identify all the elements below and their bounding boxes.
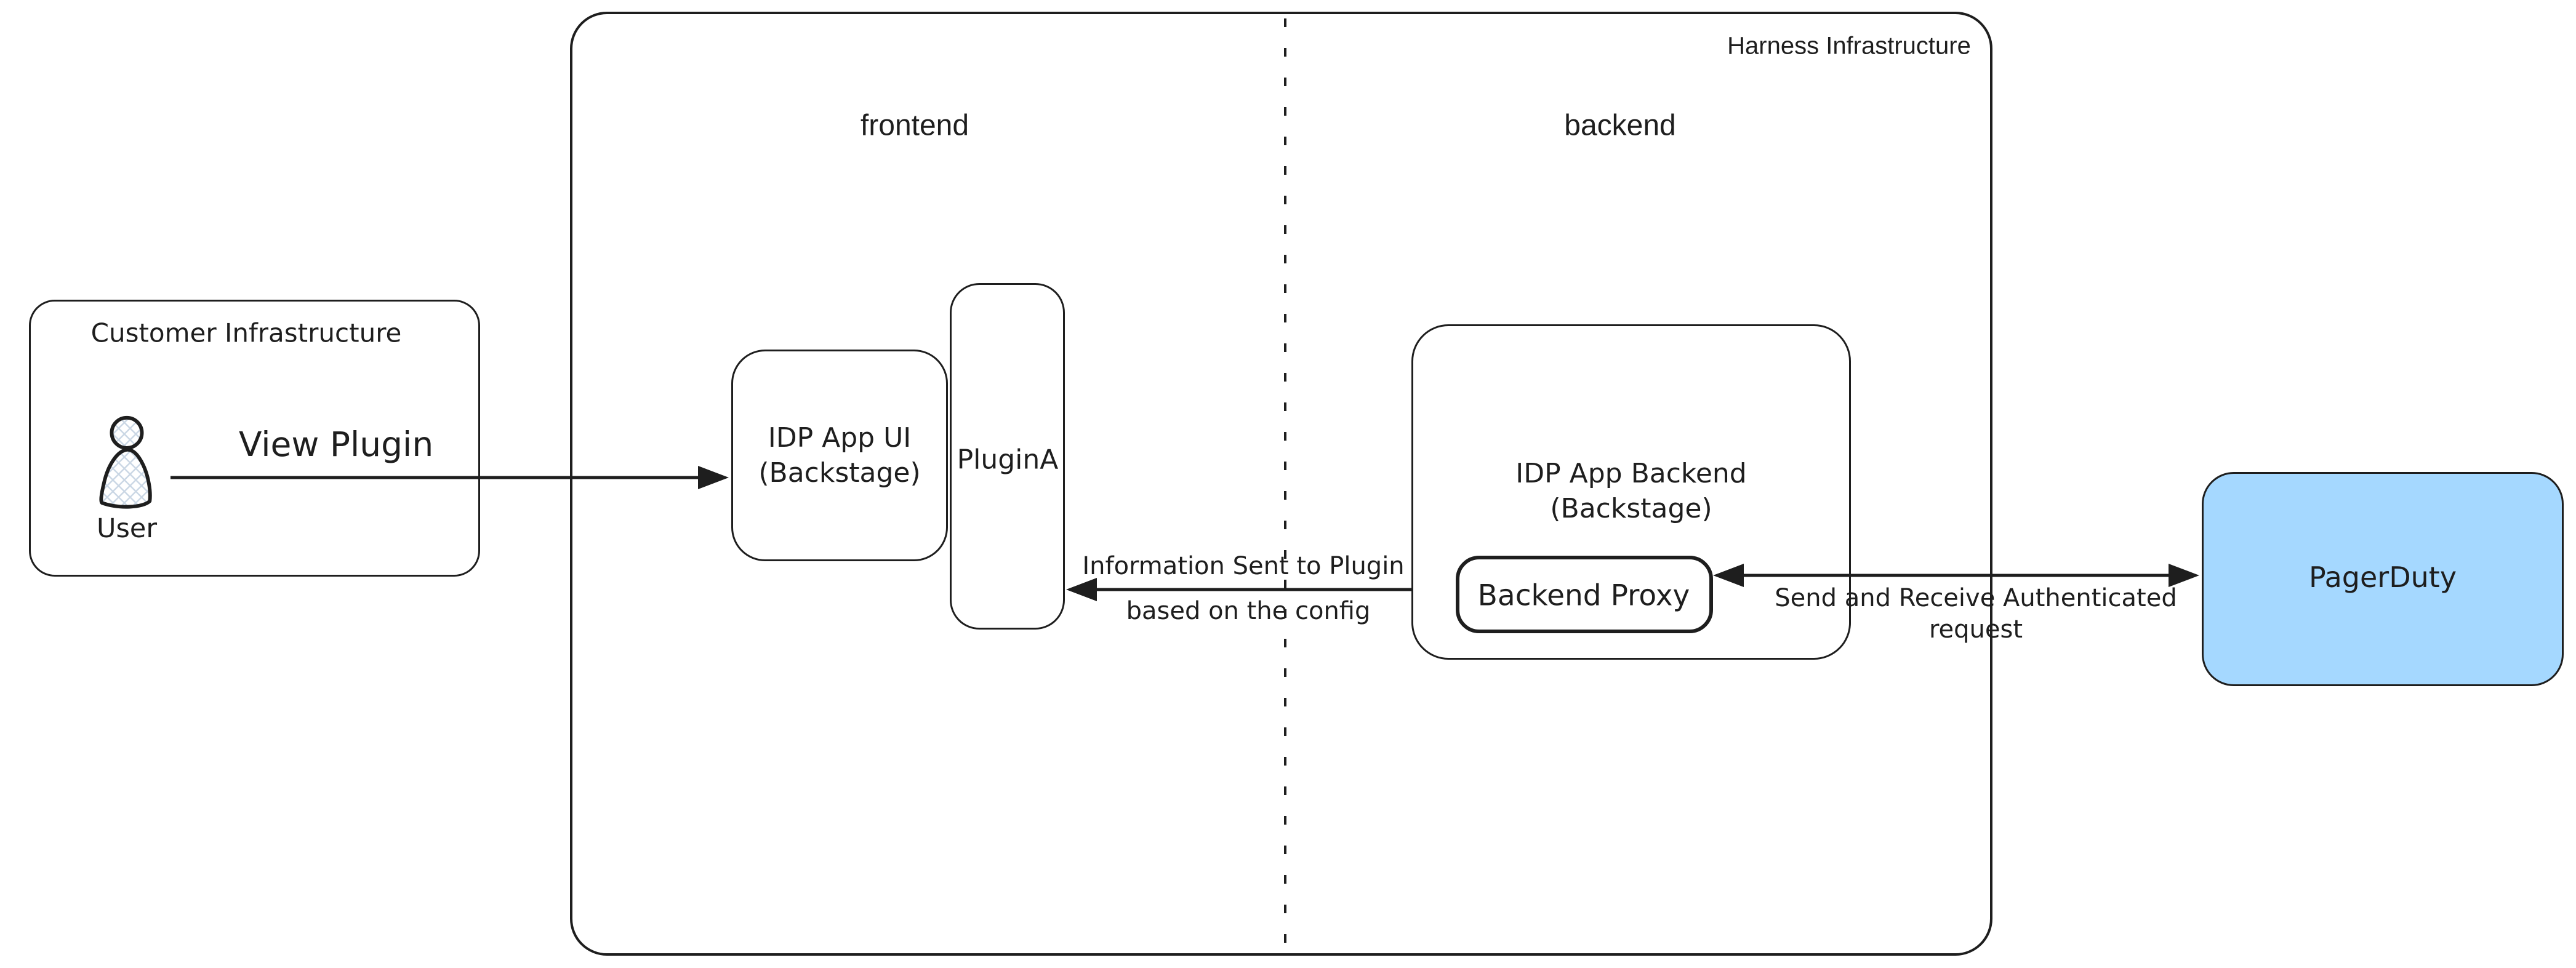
harness-infrastructure-box [570,12,1992,956]
idp-app-ui-label: IDP App UI (Backstage) [758,420,920,490]
idp-app-backend-label-line1: IDP App Backend [1515,458,1747,489]
information-arrow-label-line1: Information Sent to Plugin [1082,552,1405,580]
user-head [110,415,144,450]
pagerduty-box [2202,472,2564,686]
user-icon [99,415,152,509]
backend-proxy-box [1456,556,1713,633]
user-label: User [96,513,158,544]
information-arrow-label-line2: based on the config [1126,597,1371,625]
frontend-zone-label: frontend [860,109,969,142]
idp-app-ui-label-line1: IDP App UI [768,422,912,454]
user-body [99,447,152,509]
customer-infrastructure-box [29,300,480,577]
backend-proxy-label: Backend Proxy [1477,578,1690,613]
pagerduty-label: PagerDuty [2308,561,2457,594]
idp-app-backend-label: IDP App Backend (Backstage) [1515,456,1746,526]
customer-infrastructure-title: Customer Infrastructure [90,318,402,348]
idp-app-backend-label-line2: (Backstage) [1550,493,1712,524]
view-plugin-arrow-label: View Plugin [238,425,434,464]
idp-app-ui-box [731,350,948,561]
backend-zone-label: backend [1564,109,1676,142]
plugin-a-box [950,283,1065,630]
idp-app-backend-box [1411,324,1851,660]
plugin-a-label: PluginA [957,444,1059,476]
harness-infrastructure-title: Harness Infrastructure [1727,32,1971,60]
idp-app-ui-label-line2: (Backstage) [758,457,921,489]
send-receive-arrow-label-line2: request [1928,615,2023,644]
send-receive-arrow-label-line1: Send and Receive Authenticated [1775,584,2177,612]
